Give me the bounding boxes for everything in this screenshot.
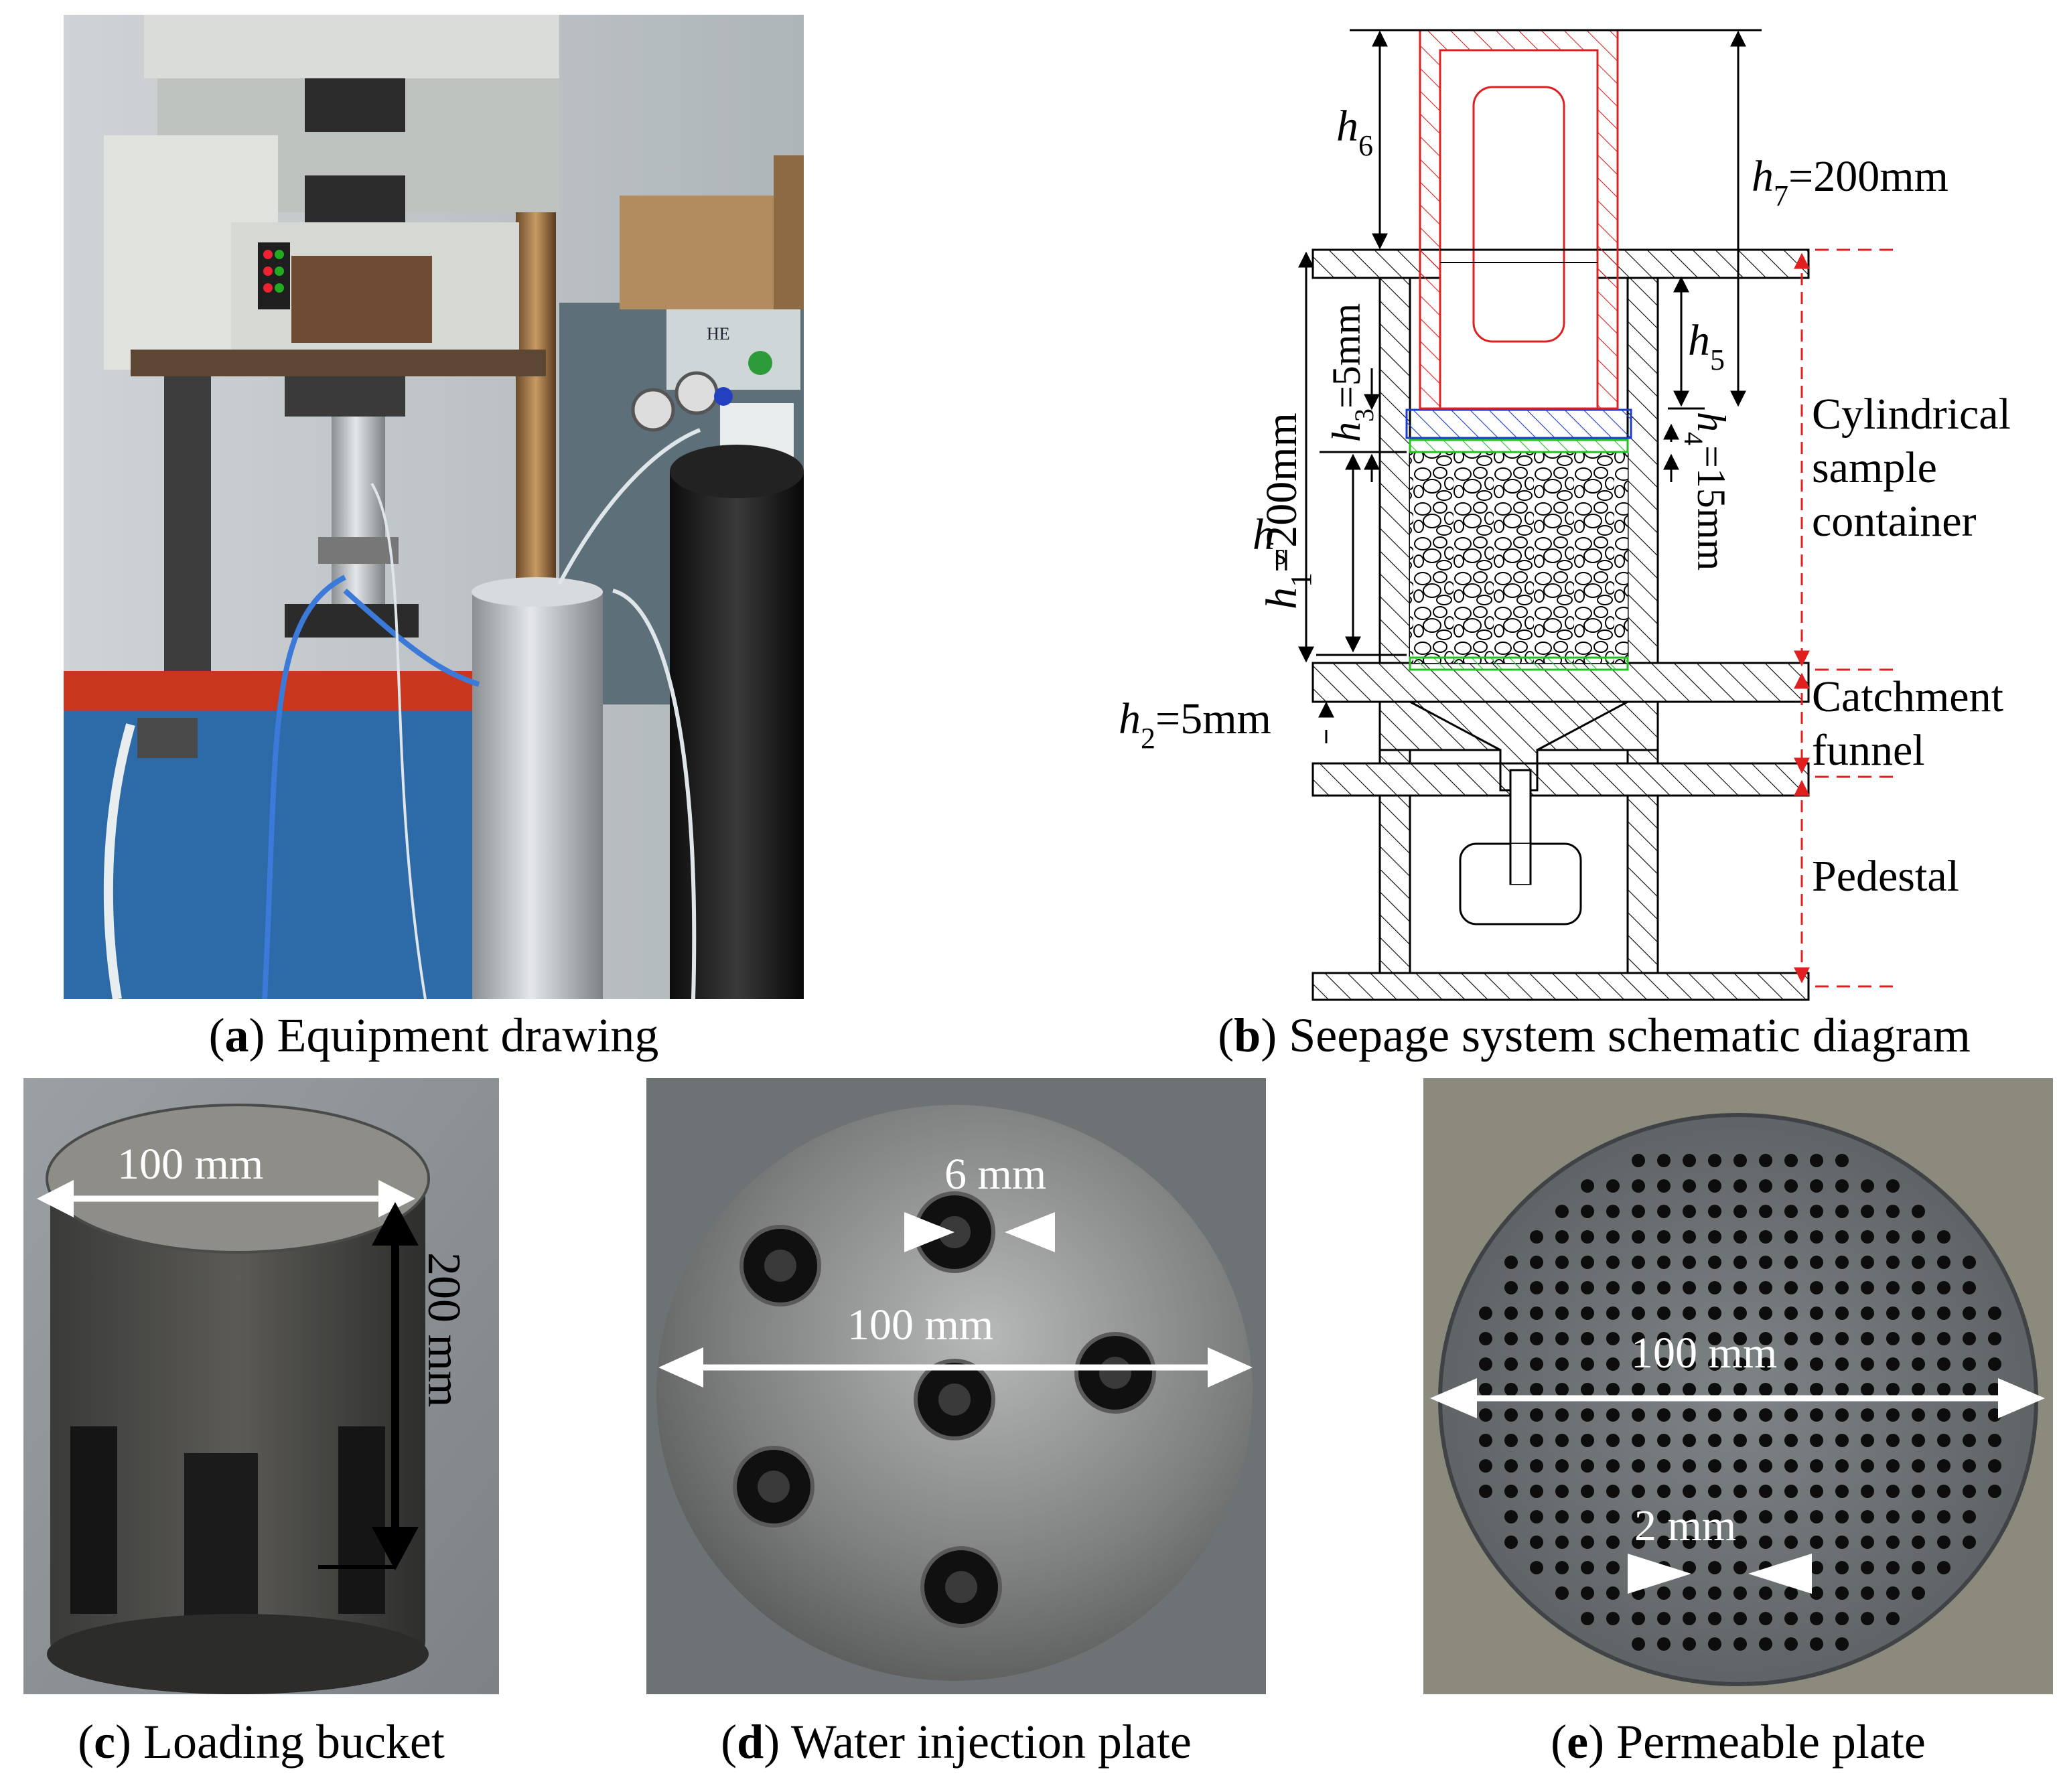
base-flange bbox=[1311, 972, 1810, 1001]
label-h4: h4=15mm bbox=[1679, 412, 1733, 571]
section-catchment-line2: funnel bbox=[1812, 726, 1925, 775]
pedestal-wall-right bbox=[1626, 794, 1659, 974]
caption-c-letter: c bbox=[94, 1715, 116, 1769]
caption-d-letter: d bbox=[737, 1715, 764, 1769]
label-h5: h5 bbox=[1688, 316, 1725, 376]
cabinet-he-label: HE bbox=[707, 324, 730, 344]
equipment-photo: HE bbox=[64, 15, 804, 999]
perm-hole-marker bbox=[1628, 1554, 1812, 1594]
caption-b-letter: b bbox=[1234, 1009, 1261, 1062]
container-wall-left bbox=[1378, 277, 1411, 664]
section-pedestal: Pedestal bbox=[1812, 852, 1959, 901]
label-h1: h1=200mm bbox=[1257, 413, 1318, 609]
bucket-window bbox=[1472, 86, 1565, 343]
injection-plate-photo: 6 mm 100 mm bbox=[646, 1078, 1266, 1694]
caption-e-letter: e bbox=[1567, 1715, 1589, 1769]
pedestal-wall-left bbox=[1378, 794, 1411, 974]
permeable-plate-top bbox=[1409, 439, 1629, 453]
caption-b-text: Seepage system schematic diagram bbox=[1289, 1009, 1971, 1062]
injection-plate bbox=[1405, 408, 1632, 439]
permeable-plate-photo: 100 mm 2 mm bbox=[1423, 1078, 2053, 1694]
label-h2: h2=5mm bbox=[1119, 694, 1271, 755]
lower-flange bbox=[1311, 762, 1810, 797]
hole-dimension-label: 6 mm bbox=[944, 1150, 1046, 1199]
section-cylindrical-line2: sample bbox=[1812, 443, 1937, 492]
caption-a-text: Equipment drawing bbox=[277, 1009, 659, 1062]
perm-hole-label: 2 mm bbox=[1634, 1501, 1736, 1550]
plate-width-label: 100 mm bbox=[847, 1300, 993, 1349]
permeable-holes bbox=[1479, 1154, 2001, 1651]
section-catchment-line1: Catchment bbox=[1812, 672, 2003, 721]
caption-e: (e) Permeable plate bbox=[1551, 1715, 1926, 1769]
label-h6: h6 bbox=[1336, 102, 1373, 162]
container-wall-right bbox=[1626, 277, 1659, 664]
caption-d-text: Water injection plate bbox=[790, 1715, 1192, 1769]
perm-width-label: 100 mm bbox=[1631, 1329, 1777, 1377]
caption-b: (b) Seepage system schematic diagram bbox=[1218, 1009, 1971, 1062]
label-hs: hs bbox=[1253, 510, 1286, 571]
caption-a: (a) Equipment drawing bbox=[208, 1009, 659, 1062]
caption-d: (d) Water injection plate bbox=[721, 1715, 1192, 1769]
gravel-sample bbox=[1410, 452, 1628, 663]
bucket-height-label: 200 mm bbox=[418, 1252, 470, 1407]
section-cylindrical-line1: Cylindrical bbox=[1812, 390, 2011, 439]
caption-c-text: Loading bucket bbox=[143, 1715, 445, 1769]
label-h3: h3=5mm bbox=[1324, 303, 1379, 442]
section-cylindrical-line3: container bbox=[1812, 497, 1977, 546]
bucket-width-label: 100 mm bbox=[117, 1140, 263, 1189]
loading-bucket-photo: 100 mm 200 mm bbox=[23, 1078, 499, 1694]
hole-dimension-marker bbox=[904, 1212, 1055, 1252]
label-h7: h7=200mm bbox=[1752, 152, 1948, 212]
permeable-plate-bottom bbox=[1409, 656, 1629, 671]
seepage-schematic: h6 h7=200mm h5 h3=5mm h4=15mm h1=200mm h… bbox=[1092, 13, 2056, 1004]
caption-e-text: Permeable plate bbox=[1616, 1715, 1926, 1769]
caption-a-letter: a bbox=[224, 1009, 249, 1062]
caption-c: (c) Loading bucket bbox=[78, 1715, 445, 1769]
